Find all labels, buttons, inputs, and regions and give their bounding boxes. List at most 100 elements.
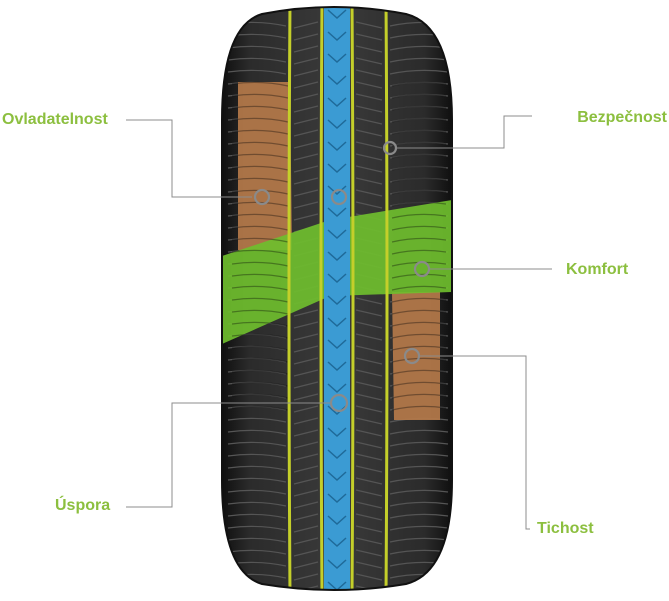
rib-chevron: [327, 361, 347, 372]
tread-sipe: [355, 477, 383, 485]
tread-sipe: [293, 357, 319, 365]
tread-sipe: [227, 57, 287, 63]
handling-zone: [238, 82, 292, 250]
tread-sipe: [355, 189, 383, 197]
rib-chevron: [327, 317, 347, 328]
tread-sipe: [293, 21, 319, 29]
tread-sipe: [355, 117, 383, 125]
tread-sipe: [355, 525, 383, 533]
tread-sipe: [355, 45, 383, 53]
tread-sipe: [231, 213, 289, 219]
tread-sipe: [293, 429, 319, 437]
tread-sipe: [293, 405, 319, 413]
tread-sipe: [355, 165, 383, 173]
tread-sipe: [355, 33, 383, 41]
tread-sipe: [355, 453, 383, 461]
tread-sipe: [391, 117, 447, 123]
tread-sipe: [293, 513, 319, 521]
tread-sipe: [231, 273, 289, 279]
tread-sipe: [293, 489, 319, 497]
tread-sipe: [227, 477, 287, 483]
tread-sipe: [355, 69, 383, 77]
tread-sipe: [227, 501, 287, 507]
leader-ovladatelnost: [126, 119, 252, 198]
grooves: [287, 7, 389, 590]
tread-sipe: [389, 441, 449, 447]
tread-sipe: [293, 465, 319, 473]
tread-sipe: [293, 165, 319, 173]
tread-sipe: [391, 81, 447, 87]
tread-sipe: [391, 201, 447, 207]
markers: [253, 140, 431, 413]
tread-sipe: [355, 369, 383, 377]
tread-sipe: [231, 129, 289, 135]
tread-sipe: [355, 309, 383, 317]
tread-sipe: [355, 561, 383, 569]
tread-sipe: [231, 285, 289, 291]
tread-sipe: [355, 489, 383, 497]
tread-sipe: [389, 585, 449, 590]
tread-sipe: [355, 333, 383, 341]
tread-sipe: [231, 333, 289, 339]
tread-sipe: [391, 225, 447, 231]
tread-sipe: [391, 153, 447, 159]
tread-sipe: [389, 129, 449, 135]
tread-sipe: [355, 177, 383, 185]
tread-sipe: [391, 381, 447, 387]
tread-sipe: [231, 393, 289, 399]
tread-sipe: [355, 345, 383, 353]
marker-komfort: [413, 260, 431, 278]
tread-sipe: [227, 345, 287, 351]
rib-chevron: [327, 537, 347, 548]
tread-sipe: [355, 465, 383, 473]
tread-sipe: [389, 477, 449, 483]
tread-sipe: [227, 357, 287, 363]
rib-chevron: [327, 119, 347, 130]
tread-sipe: [293, 81, 319, 89]
tread-sipe: [355, 549, 383, 557]
tread-sipe: [355, 57, 383, 65]
tread-sipe: [391, 309, 447, 315]
tread-sipe: [355, 393, 383, 401]
tread-sipe: [293, 549, 319, 557]
tread-sipe: [293, 201, 319, 209]
rib-chevron: [327, 493, 347, 504]
tread-sipe: [293, 189, 319, 197]
tread-sipe: [227, 513, 287, 519]
tread-sipe: [293, 57, 319, 65]
tread-sipe: [293, 369, 319, 377]
rib-chevron: [327, 383, 347, 394]
tread-sipe: [389, 117, 449, 123]
tread-sipe: [227, 549, 287, 555]
tread-sipe: [391, 297, 447, 303]
tread-sipe: [227, 405, 287, 411]
tread-sipe: [391, 405, 447, 411]
tread-sipe: [355, 141, 383, 149]
tread-sipe: [293, 33, 319, 41]
tread-sipe: [293, 105, 319, 113]
rib-chevron: [327, 515, 347, 526]
tread-sipe: [355, 357, 383, 365]
tread-sipe: [391, 237, 447, 243]
tread-sipe: [293, 381, 319, 389]
tread-sipe: [231, 381, 289, 387]
tread-sipe: [293, 345, 319, 353]
tread-sipe: [231, 249, 289, 255]
tread-sipe: [391, 189, 447, 195]
marker-uspora: [329, 393, 349, 413]
leader-lines: [126, 115, 552, 530]
label-ovladatelnost: Ovladatelnost: [2, 111, 108, 128]
tread-sipe: [391, 93, 447, 99]
center-rib-marks: [327, 9, 347, 590]
rib-chevron: [327, 581, 347, 590]
tread-sipe: [389, 105, 449, 111]
tread-sipe: [227, 441, 287, 447]
rib-chevron: [327, 207, 347, 218]
tread-sipe: [389, 429, 449, 435]
tread-sipe: [355, 201, 383, 209]
tread-sipe: [355, 129, 383, 137]
rib-chevron: [327, 273, 347, 284]
tread-sipe: [391, 333, 447, 339]
rib-chevron: [327, 9, 347, 20]
tread-sipe: [389, 177, 449, 183]
